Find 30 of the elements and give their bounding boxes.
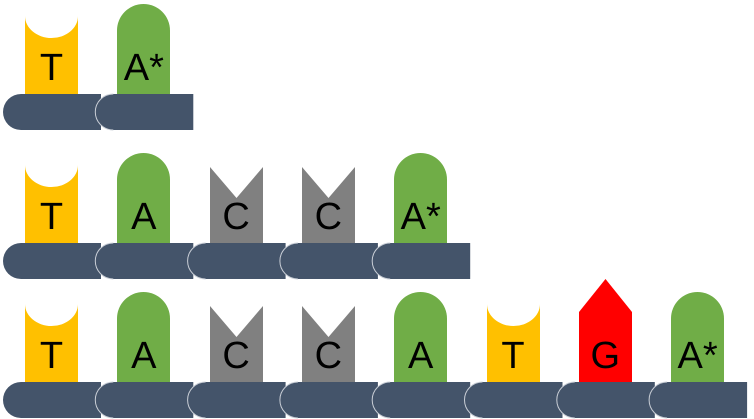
nucleotide-block	[117, 4, 170, 94]
base-letter: T	[40, 197, 64, 237]
nucleotide-block	[394, 153, 448, 243]
base-letter: T	[501, 336, 525, 376]
base-letter: C	[222, 336, 250, 376]
base-letter: G	[590, 336, 620, 376]
base-letter: C	[314, 197, 342, 237]
base-letter: A	[131, 336, 156, 376]
base-letter: C	[314, 336, 342, 376]
base-letter: A*	[678, 336, 718, 376]
nucleotide-block	[578, 279, 632, 382]
nucleotide-block	[25, 304, 78, 382]
nucleotide-block	[117, 292, 170, 382]
nucleotide-block	[302, 167, 355, 243]
base-letter: A	[131, 197, 156, 237]
base-letter: C	[222, 197, 250, 237]
nucleotide-block	[25, 16, 78, 94]
nucleotide-block	[671, 292, 724, 382]
nucleotide-block	[210, 167, 263, 243]
base-letter: A	[408, 336, 434, 376]
base-letter: T	[40, 336, 64, 376]
base-letter: T	[40, 48, 64, 88]
nucleotide-block	[210, 306, 263, 382]
nucleotide-block	[117, 153, 170, 243]
nucleotide-block	[25, 165, 78, 243]
nucleotide-block	[302, 306, 355, 382]
nucleotide-block	[394, 292, 448, 382]
base-letter: A*	[124, 48, 164, 88]
base-letter: A*	[400, 197, 441, 237]
nucleotide-block	[486, 304, 540, 382]
